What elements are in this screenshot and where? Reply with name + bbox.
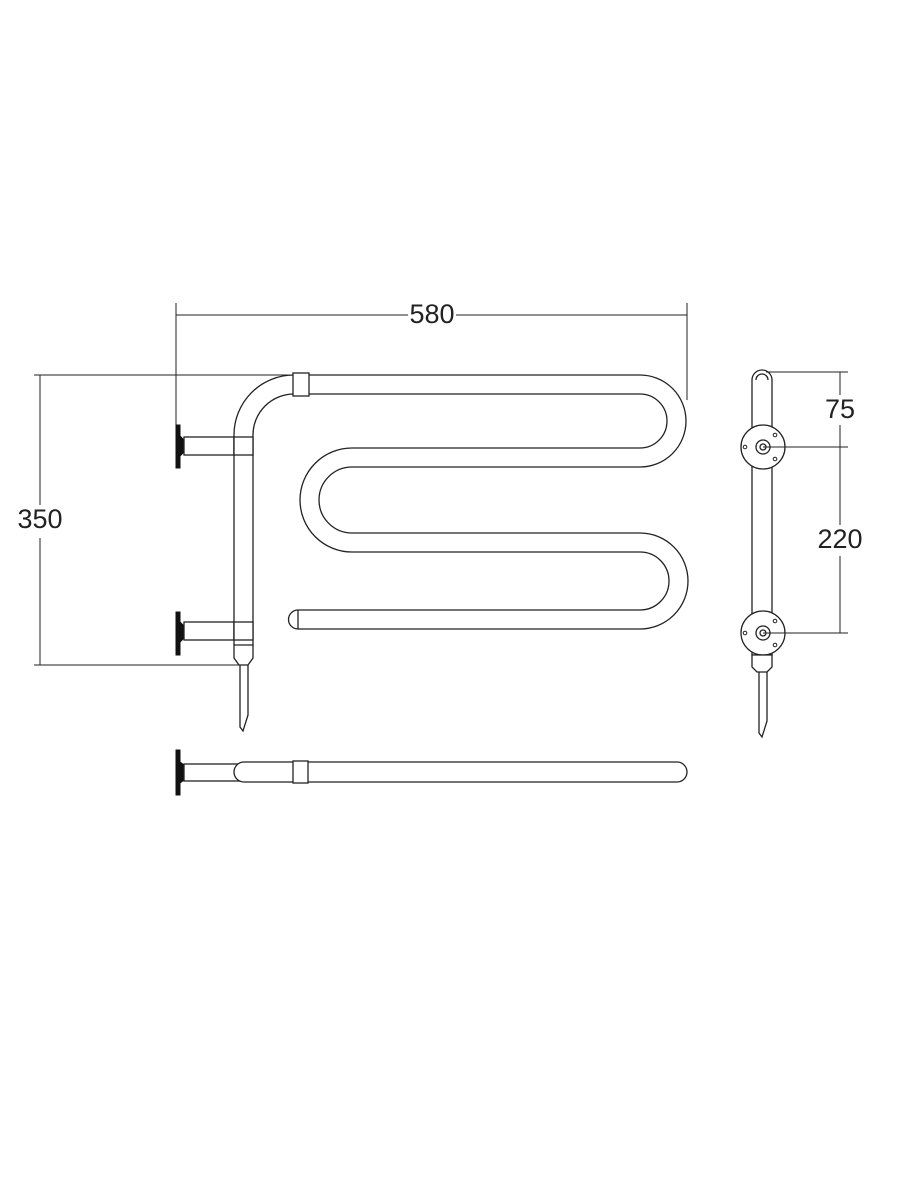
width-dimension-label: 580 — [409, 299, 454, 329]
front-view: 580 350 — [17, 299, 689, 733]
tube-joint — [292, 372, 310, 397]
top-view — [175, 749, 688, 796]
serpentine-tube — [233, 372, 689, 645]
lower-wall-bracket — [175, 611, 235, 656]
upper-wall-bracket — [175, 424, 235, 469]
width-dimension: 580 — [175, 299, 688, 425]
height-dimension: 350 — [17, 374, 290, 666]
top-to-mount-dimension-label: 75 — [825, 394, 855, 424]
side-view: 75 220 — [740, 369, 863, 739]
cable-fitting — [233, 644, 254, 733]
upper-collar — [233, 436, 254, 456]
height-dimension-label: 350 — [17, 504, 62, 534]
mount-spacing-dimension-label: 220 — [817, 524, 862, 554]
side-dimensions: 75 220 — [763, 371, 863, 634]
lower-collar — [233, 621, 254, 641]
